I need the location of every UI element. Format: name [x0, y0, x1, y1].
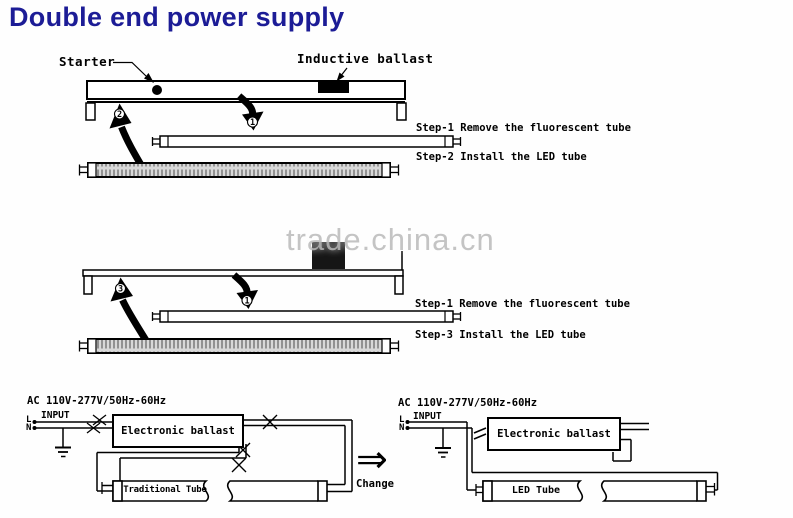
- neutral-label-left: N: [26, 423, 32, 433]
- step2-install-label-top: Step-2 Install the LED tube: [416, 151, 587, 163]
- step-badge-3: 3: [118, 285, 123, 295]
- ballast-leader-arrow: [336, 67, 348, 82]
- traditional-tube-label: Traditional Tube: [123, 485, 207, 495]
- ground-symbol: [435, 428, 451, 458]
- input-label-left: INPUT: [41, 410, 70, 421]
- traditional-tube-shape: [112, 480, 328, 502]
- ground-symbol: [55, 428, 71, 458]
- ac-rating-label-left: AC 110V-277V/50Hz-60Hz: [27, 395, 167, 407]
- inductive-ballast-block: [318, 82, 349, 93]
- change-arrow-icon: ⇒: [356, 437, 388, 481]
- electronic-ballast-label-right: Electronic ballast: [497, 428, 611, 440]
- arrow-remove-middle: 1: [231, 272, 258, 309]
- step-badge-2: 2: [117, 110, 122, 120]
- step-badge-circle: [241, 294, 253, 307]
- step1-remove-label-middle: Step-1 Remove the fluorescent tube: [415, 298, 630, 310]
- arrow-install-top: 2: [109, 103, 148, 172]
- wiring-led: [405, 420, 719, 502]
- electronic-ballast-label-left: Electronic ballast: [121, 425, 235, 437]
- disconnect-mark: [473, 427, 487, 440]
- step1-remove-label-top: Step-1 Remove the fluorescent tube: [416, 122, 631, 134]
- fluorescent-tube-middle: [151, 310, 462, 323]
- led-tube-shape: [482, 480, 707, 502]
- cut-mark: [86, 414, 107, 434]
- electronic-ballast-box-left: Electronic ballast: [112, 414, 244, 448]
- line-label-right: L: [399, 415, 405, 425]
- fixture-bracket-left: [83, 275, 93, 295]
- neutral-label-right: N: [399, 423, 405, 433]
- starter-dot: [152, 85, 162, 95]
- led-tube-top: [78, 162, 400, 178]
- line-label-left: L: [26, 415, 32, 425]
- input-label-right: INPUT: [413, 411, 442, 422]
- page-title: Double end power supply: [9, 2, 345, 32]
- fixture-bracket-right: [396, 102, 407, 121]
- fixture-bracket-right: [394, 275, 404, 295]
- fixture-top: [85, 61, 407, 121]
- step-badge-circle: [114, 282, 127, 295]
- fixture-bracket-left: [85, 102, 96, 121]
- electronic-ballast-box-right: Electronic ballast: [487, 417, 621, 451]
- starter-leader-arrow: [113, 61, 154, 83]
- step3-install-label-middle: Step-3 Install the LED tube: [415, 329, 586, 341]
- ac-rating-label-right: AC 110V-277V/50Hz-60Hz: [398, 397, 538, 409]
- fixture-middle: [82, 242, 404, 295]
- cut-mark: [231, 442, 251, 473]
- step-badge-1: 1: [250, 118, 255, 128]
- led-tube-middle: [78, 338, 400, 354]
- step-badge-circle: [246, 116, 259, 128]
- starter-label: Starter: [59, 54, 116, 69]
- wiring-traditional: [32, 414, 353, 502]
- step-badge-circle: [113, 108, 126, 120]
- fluorescent-tube-top: [151, 135, 462, 148]
- change-label: Change: [356, 478, 394, 490]
- inductive-ballast-label: Inductive ballast: [297, 51, 434, 66]
- step-badge-1b: 1: [244, 297, 249, 307]
- inductive-ballast-block: [312, 242, 345, 269]
- arrow-remove-top: 1: [236, 93, 264, 131]
- arrow-install-middle: 3: [110, 277, 150, 344]
- led-tube-label: LED Tube: [511, 485, 561, 496]
- watermark: trade.china.cn: [286, 222, 495, 257]
- cut-mark: [262, 414, 278, 430]
